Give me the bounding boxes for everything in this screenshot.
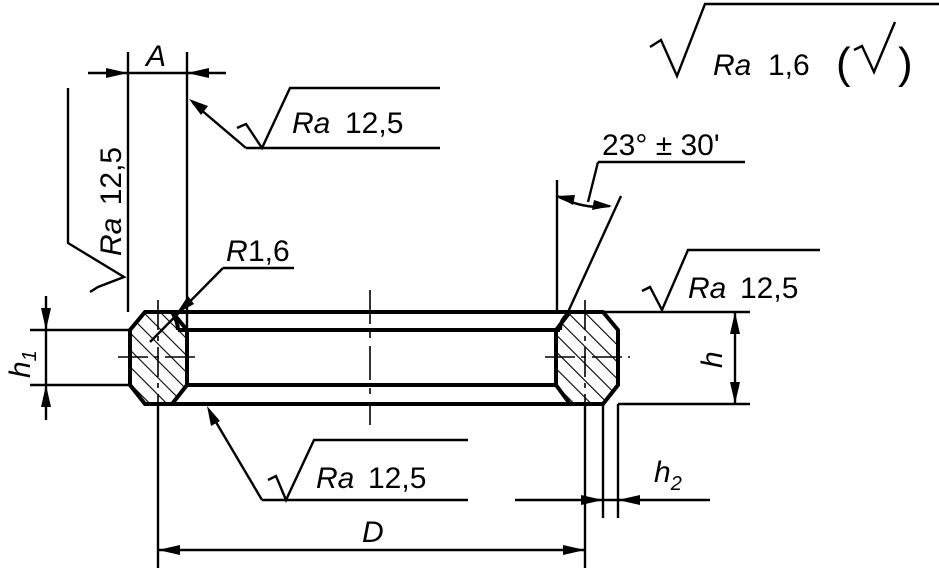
angle-arrow-left [557,195,575,205]
angle-arrow-right [592,200,612,210]
roughness-mark-bottom-face: Ra 12,5 [207,406,468,503]
paren-open: ( [836,39,851,88]
arrow-h1-bottom [41,385,51,407]
root-sign-icon [236,86,440,151]
general-ra-prefix: Ra [713,49,751,82]
root-sign-icon [66,88,127,294]
inner-chamfer-left [170,310,180,331]
arrow-d-right [563,545,585,555]
ring-section [128,310,620,406]
extension-angle-slant [566,195,623,313]
ra-prefix: Ra [688,272,726,305]
dimension-h1: h1 [4,296,130,420]
ra-value: 12,5 [345,107,403,140]
angle-label: 23° ± 30' [602,129,720,162]
leader-arrow-top-face [189,99,208,115]
arrow-a-right [187,68,209,78]
radius-callout: R 1,6 [149,235,294,343]
arrow-h-bottom [730,382,740,404]
angle-leader [586,161,600,203]
arrow-h1-top [41,308,51,330]
leader-arrow-bottom-face [207,406,220,426]
root-sign-icon [641,248,820,313]
arrow-h2-right [618,495,640,505]
ra-prefix: Ra [292,107,330,140]
arrow-h2-left [581,495,603,505]
dimension-h2: h2 [515,404,710,518]
general-roughness-symbol: Ra 1,6 ( ) [649,2,939,88]
ra-prefix: Ra [316,462,354,495]
roughness-mark-left-face: Ra 12,5 [66,88,128,294]
roughness-mark-right-face: Ra 12,5 [641,248,820,313]
small-root-sign-icon [853,21,897,75]
inner-chamfer-right [558,310,572,331]
right-section-hatch [556,312,618,404]
roughness-mark-top-face: Ra 12,5 [189,86,440,151]
label-d: D [362,516,384,549]
paren-close: ) [898,39,913,88]
dimension-h: h [603,310,750,406]
ra-value: 12,5 [740,272,798,305]
leader-bottom-face [208,411,264,501]
radius-value: 1,6 [248,235,290,268]
ra-vertical: Ra 12,5 [95,147,128,256]
label-h: h [696,351,729,368]
center-lines [118,290,630,425]
label-a: A [144,40,166,73]
ra-value: 12,5 [368,462,426,495]
dimension-a: A [88,40,226,330]
arrow-d-left [158,545,180,555]
radius-prefix: R [226,235,248,268]
dimension-d: D [156,404,587,568]
angle-dimension: 23° ± 30' [555,129,745,313]
root-sign-icon [649,2,939,80]
leader-arrow-radius [176,296,194,314]
label-h1: h1 [4,350,41,378]
arrow-a-left [106,68,128,78]
label-h2: h2 [654,456,682,495]
general-ra-value: 1,6 [768,49,810,82]
arrow-h-top [730,312,740,334]
